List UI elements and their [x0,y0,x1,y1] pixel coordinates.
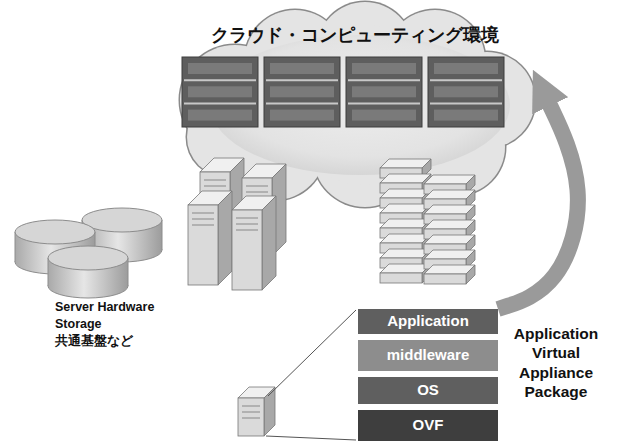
cylinder-top [15,220,95,244]
rack-unit [380,264,431,283]
drive-bay [192,219,214,220]
rack-slot [434,110,498,121]
leader-line [266,436,356,440]
drive-bay [192,213,214,214]
box-side [218,191,232,285]
rack-divider [348,79,420,81]
server-racks [182,57,504,127]
rack-slot [352,86,416,97]
server-rack [264,57,340,127]
drive-bay [246,186,268,187]
cylinder-side [128,258,129,286]
cloud-title: クラウド・コンピューティング環境 [165,5,545,47]
layer-band: middleware [358,340,498,371]
rack-divider [266,79,338,81]
server-rack [428,57,504,127]
caption-label: Application Virtual Appliance Package [499,324,613,402]
flow-arrow [498,95,578,309]
rack-slot [434,86,498,97]
drive-bay [246,192,268,193]
rack-slot [352,63,416,74]
cylinder-top [48,246,128,270]
rack-slot [188,110,252,121]
rack-slot [188,63,252,74]
server-rack [346,57,422,127]
rack-divider [430,79,502,81]
rack-divider [184,103,256,105]
rack-slot [188,86,252,97]
box-front [380,273,422,283]
drive-bay [242,412,260,413]
box-front [238,398,264,436]
drive-bay [242,406,260,407]
rack-slot [270,63,334,74]
rack-slot [270,86,334,97]
rack-divider [184,79,256,81]
band-label: Application [387,313,469,330]
band-label: OVF [413,417,444,434]
cylinder-side [15,232,16,262]
server-rack [182,57,258,127]
drive-bay [192,225,214,226]
rack-unit [424,265,475,284]
rack-divider [348,103,420,105]
rack-slot [270,110,334,121]
drive-bay [204,180,226,181]
drive-bay [236,218,258,219]
box-front [424,274,466,284]
band-label: middleware [387,347,470,364]
cylinder-side [162,220,163,250]
cylinder-side [48,258,49,286]
box-side [262,196,276,290]
layer-band: OS [358,377,498,404]
box-front [188,205,218,285]
tower-server [232,196,276,290]
drive-bay [204,186,226,187]
rack-divider [430,103,502,105]
leader-line [268,310,356,396]
caption-label: Server Hardware Storage 共通基盤など [55,299,167,350]
rack-divider [266,103,338,105]
drive-bay [236,224,258,225]
box-side [466,265,475,284]
box-front [232,210,262,290]
layer-band: Application [358,309,498,334]
storage-cylinder [48,246,128,298]
drive-bay [236,230,258,231]
cylinder-top [82,208,162,232]
layer-band: OVF [358,410,498,441]
drive-bay [242,418,260,419]
tower-server [188,191,232,285]
band-label: OS [417,382,439,399]
rack-slot [434,63,498,74]
rack-slot [352,110,416,121]
